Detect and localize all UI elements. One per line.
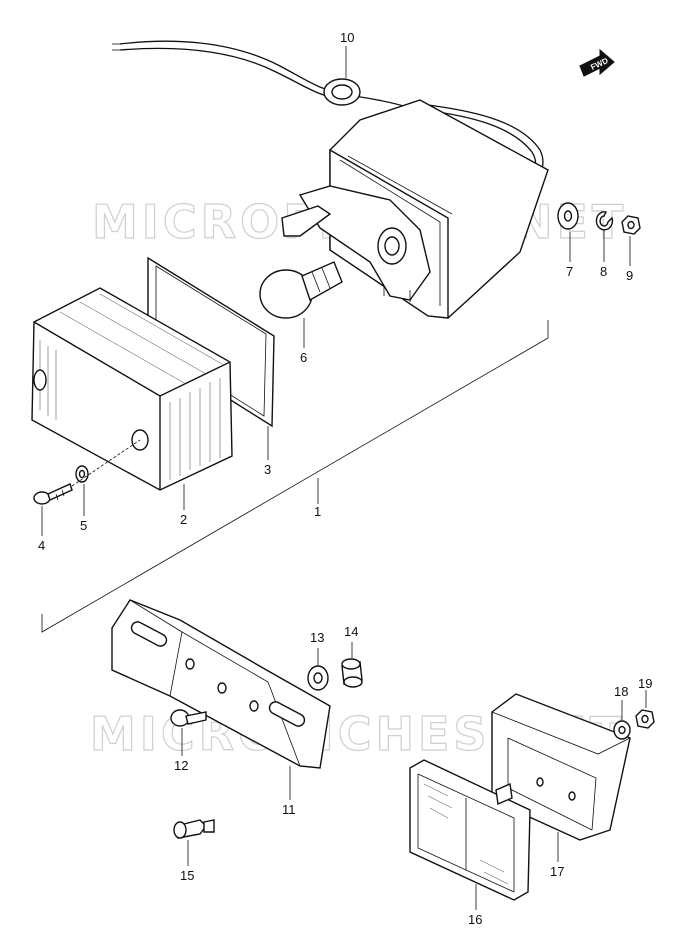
- washer-part-5: [75, 465, 89, 483]
- fwd-arrow-icon: FWD: [579, 48, 615, 77]
- callout-9: 9: [626, 268, 633, 283]
- callout-8: 8: [600, 264, 607, 279]
- callout-6: 6: [300, 350, 307, 365]
- callout-3: 3: [264, 462, 271, 477]
- callout-13: 13: [310, 630, 324, 645]
- bulb-part-6: [259, 261, 343, 319]
- lens-part-16: [409, 759, 531, 901]
- leader-lines: [41, 46, 647, 910]
- screw-part-4: [33, 483, 73, 505]
- bulb-part-15: [173, 819, 215, 839]
- callout-7: 7: [566, 264, 573, 279]
- callout-5: 5: [80, 518, 87, 533]
- grommet-part-10: [323, 78, 361, 106]
- callouts: 10 7 8 9 6 3 2 5 4 1 13 14 12 11 15 16 1…: [38, 30, 652, 927]
- washer-part-7: [557, 202, 579, 230]
- callout-4: 4: [38, 538, 45, 553]
- assembly-bracket-part-1: [41, 320, 549, 633]
- callout-15: 15: [180, 868, 194, 883]
- callout-14: 14: [344, 624, 358, 639]
- callout-11: 11: [282, 802, 296, 817]
- bracket-part-11: [111, 599, 331, 769]
- leader-screw-to-lens: [71, 439, 141, 487]
- washer-part-13: [307, 665, 329, 691]
- callout-12: 12: [174, 758, 188, 773]
- bolt-part-12: [170, 709, 207, 727]
- nut-part-9: [621, 215, 641, 235]
- callout-16: 16: [468, 912, 482, 927]
- callout-2: 2: [180, 512, 187, 527]
- callout-19: 19: [638, 676, 652, 691]
- callout-18: 18: [614, 684, 628, 699]
- lens-part-2: [31, 287, 233, 491]
- callout-1: 1: [314, 504, 321, 519]
- collar-part-14: [341, 658, 363, 688]
- washer-part-18: [613, 720, 631, 740]
- lockwasher-part-8: [595, 211, 614, 231]
- callout-17: 17: [550, 864, 564, 879]
- lamp-housing-part-1: [281, 99, 549, 319]
- nut-part-19: [635, 709, 655, 729]
- callout-10: 10: [340, 30, 354, 45]
